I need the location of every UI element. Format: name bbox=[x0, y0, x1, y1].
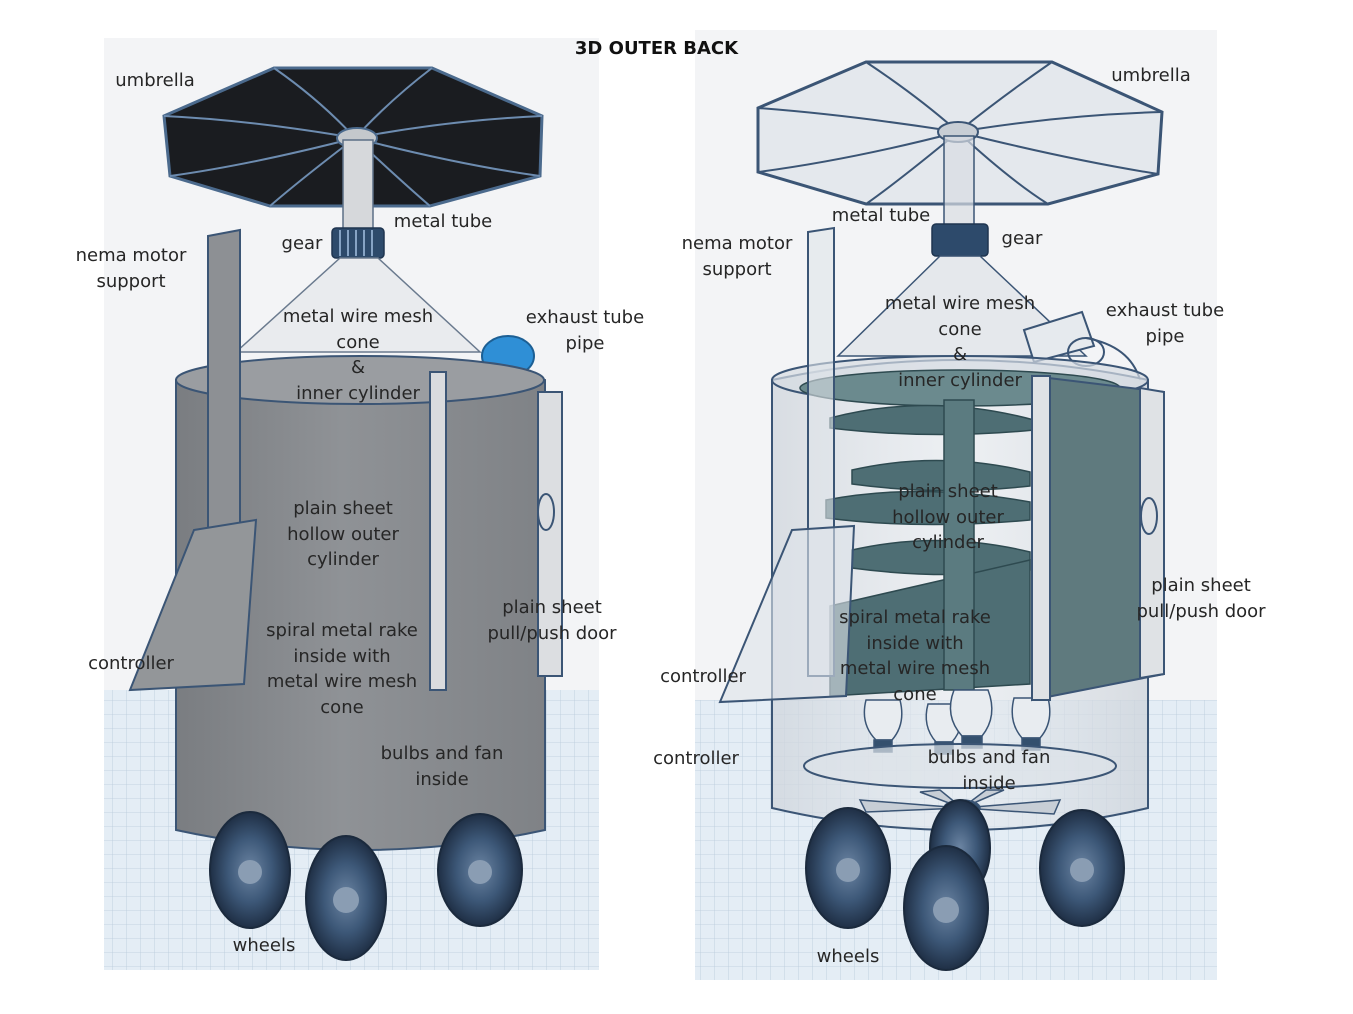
right-label-exhaust-tube-pipe: exhaust tubepipe bbox=[1106, 298, 1224, 349]
right-label-outer-cylinder: plain sheethollow outer cylinder bbox=[892, 479, 1004, 556]
left-label-umbrella: umbrella bbox=[115, 68, 194, 94]
left-label-door: plain sheetpull/push door bbox=[487, 595, 616, 646]
left-label-controller: controller bbox=[88, 651, 174, 677]
right-label-metal-tube: metal tube bbox=[832, 203, 930, 229]
right-gear bbox=[932, 224, 988, 256]
right-label-spiral-rake: spiral metal rakeinside with metal wire … bbox=[839, 605, 991, 707]
left-metal-tube bbox=[343, 140, 373, 232]
left-nema-support bbox=[208, 230, 240, 552]
right-label-nema-motor-support: nema motorsupport bbox=[682, 231, 793, 282]
diagram-title: 3D OUTER BACK bbox=[0, 38, 1313, 59]
left-label-bulbs-fan: bulbs and faninside bbox=[381, 741, 504, 792]
left-label-spiral-rake: spiral metal rakeinside with metal wire … bbox=[266, 618, 418, 720]
left-label-metal-tube: metal tube bbox=[394, 209, 492, 235]
right-label-metal-wire-mesh-cone: metal wire meshcone &inner cylinder bbox=[885, 291, 1035, 393]
right-label-controller-upper: controller bbox=[660, 664, 746, 690]
left-label-wheels: wheels bbox=[233, 933, 296, 959]
left-label-outer-cylinder: plain sheethollow outer cylinder bbox=[287, 496, 399, 573]
right-label-gear: gear bbox=[1002, 226, 1043, 252]
left-label-metal-wire-mesh-cone: metal wire meshcone &inner cylinder bbox=[283, 304, 433, 406]
right-label-controller-lower: controller bbox=[653, 746, 739, 772]
left-slot bbox=[430, 372, 446, 690]
right-label-door: plain sheetpull/push door bbox=[1136, 573, 1265, 624]
left-label-gear: gear bbox=[282, 231, 323, 257]
left-label-nema-motor-support: nema motorsupport bbox=[76, 243, 187, 294]
left-label-exhaust-tube-pipe: exhaust tubepipe bbox=[526, 305, 644, 356]
right-metal-tube bbox=[944, 136, 974, 228]
right-label-wheels: wheels bbox=[817, 944, 880, 970]
right-label-umbrella: umbrella bbox=[1111, 63, 1190, 89]
right-label-bulbs-fan: bulbs and faninside bbox=[928, 745, 1051, 796]
